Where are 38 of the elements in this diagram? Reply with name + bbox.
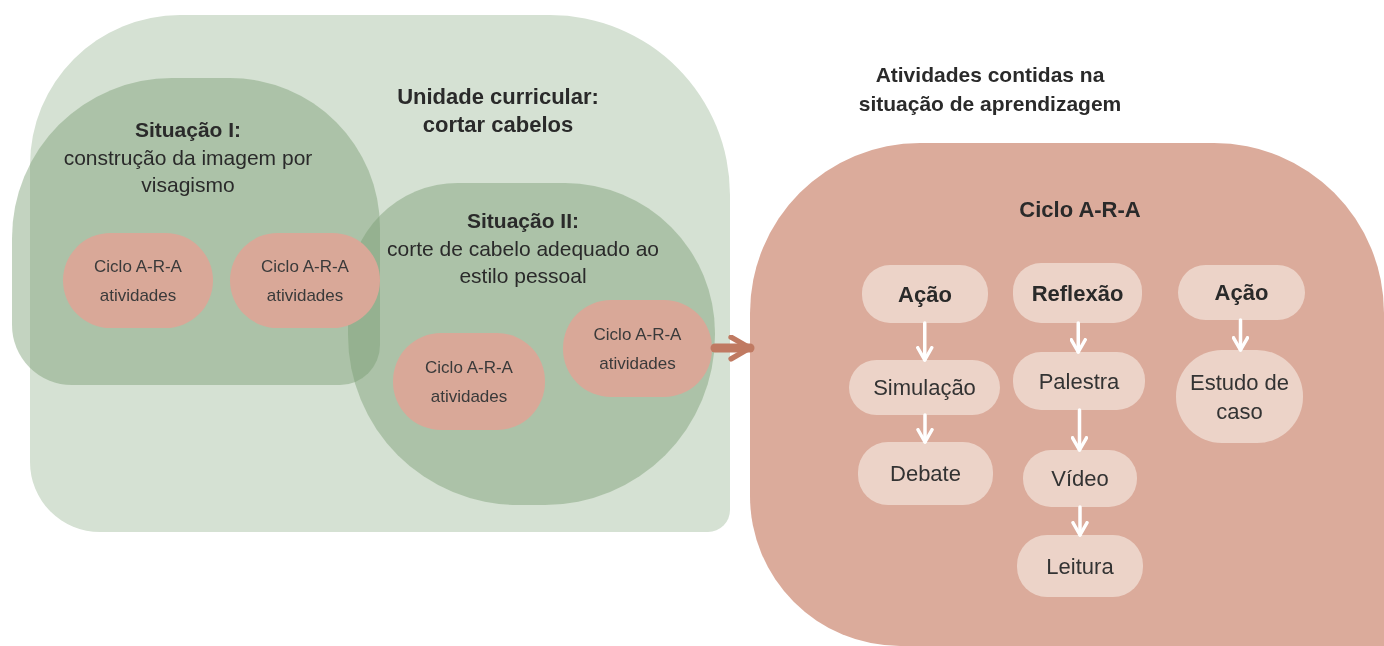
area-heading: Ciclo A-R-A <box>1019 197 1141 222</box>
arrow <box>1071 505 1089 537</box>
pill-label: Vídeo <box>1050 465 1110 493</box>
activity-pill <box>1017 535 1143 597</box>
arrow <box>710 334 755 362</box>
pill-label: Ciclo A-R-A atividades <box>424 356 514 408</box>
pill-label: Reflexão <box>1031 279 1124 308</box>
pill-label: Ciclo A-R-A atividades <box>592 323 683 375</box>
cycle-area <box>750 143 1384 646</box>
pill-label: Ação <box>1214 279 1269 307</box>
phase-pill <box>1013 263 1142 323</box>
pill-label: Simulação <box>872 374 977 402</box>
unit-area <box>30 15 730 532</box>
situation-heading: Situação I: <box>134 117 242 143</box>
pill-label: Palestra <box>1037 367 1121 396</box>
pill-label: Leitura <box>1045 552 1115 581</box>
situation-heading: Situação II: <box>467 208 579 234</box>
section-heading: Atividades contidas na situação de aprendizagem <box>857 62 1123 117</box>
arrow <box>916 321 934 362</box>
activity-pill <box>1023 450 1137 507</box>
pill-label: Debate <box>889 460 962 488</box>
situation-description: construção da imagem por visagismo <box>62 145 314 198</box>
arrow <box>916 413 934 444</box>
situation-description: corte de cabelo adequado ao estilo pessoal <box>385 236 661 289</box>
pill-label: Ação <box>898 280 952 309</box>
pill-label: Ciclo A-R-A atividades <box>260 255 350 307</box>
activity-pill <box>1013 352 1145 410</box>
area-heading: Unidade curricular: cortar cabelos <box>396 83 600 139</box>
arrow <box>1069 321 1087 354</box>
arrow <box>1070 408 1089 452</box>
pill-label: Ciclo A-R-A atividades <box>93 255 183 307</box>
arrow <box>1231 318 1250 352</box>
phase-pill <box>862 265 988 323</box>
pill-label: Estudo de caso <box>1188 368 1291 426</box>
phase-pill <box>1178 265 1305 320</box>
cycle-pill <box>563 300 712 397</box>
activity-pill <box>849 360 1000 415</box>
activity-pill <box>858 442 993 505</box>
